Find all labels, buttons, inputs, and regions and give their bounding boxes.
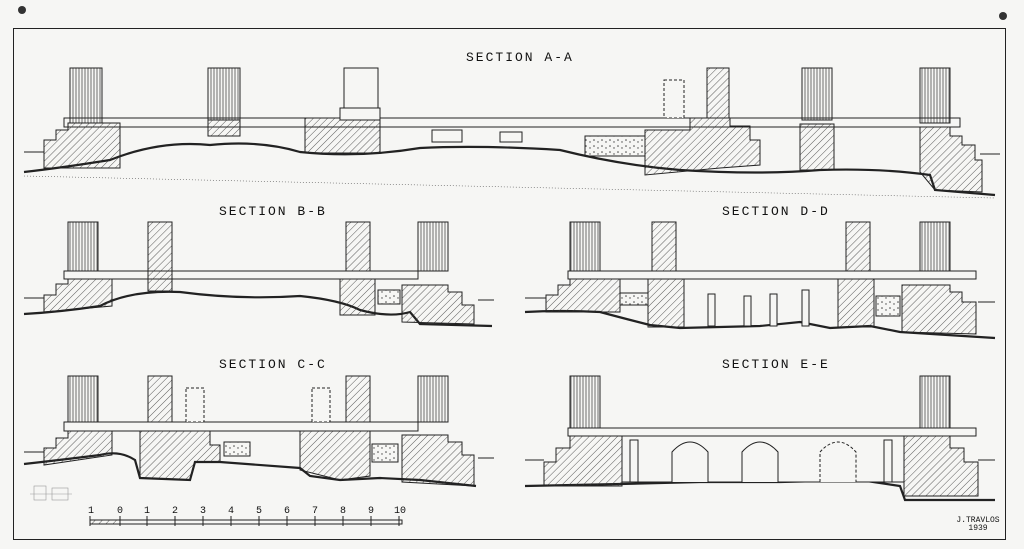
scale-label: 10 xyxy=(394,506,406,517)
scale-label: 0 xyxy=(117,506,123,517)
pin-mark xyxy=(999,12,1007,20)
key-sketch xyxy=(30,485,72,501)
section-c-title: SECTION C-C xyxy=(219,357,327,372)
scale-label: 1 xyxy=(144,506,150,517)
scale-label: 3 xyxy=(200,506,206,517)
scale-label: 5 xyxy=(256,506,262,517)
scale-label: 2 xyxy=(172,506,178,517)
signature-name: J.TRAVLOS xyxy=(956,516,1000,525)
section-b-drawing xyxy=(23,221,494,328)
section-c-drawing xyxy=(23,375,494,488)
scale-label: 9 xyxy=(368,506,374,517)
scale-label: 1 xyxy=(88,506,94,517)
section-b-title: SECTION B-B xyxy=(219,204,327,219)
scale-label: 6 xyxy=(284,506,290,517)
section-a-drawing xyxy=(23,67,1000,199)
signature-year: 1939 xyxy=(968,524,988,533)
section-a-title: SECTION A-A xyxy=(466,50,574,65)
scale-label: 4 xyxy=(228,506,234,517)
pin-mark xyxy=(18,6,26,14)
signature: J.TRAVLOS 1939 xyxy=(954,517,1002,533)
scale-label: 7 xyxy=(312,506,318,517)
section-e-title: SECTION E-E xyxy=(722,357,830,372)
section-d-title: SECTION D-D xyxy=(722,204,830,219)
section-e-drawing xyxy=(524,375,995,502)
scale-bar xyxy=(89,516,403,526)
drawing-frame xyxy=(13,28,1006,540)
scale-bar-labels: 1 0 1 2 3 4 5 6 7 8 9 10 xyxy=(88,506,406,517)
scale-label: 8 xyxy=(340,506,346,517)
section-d-drawing xyxy=(524,221,996,340)
